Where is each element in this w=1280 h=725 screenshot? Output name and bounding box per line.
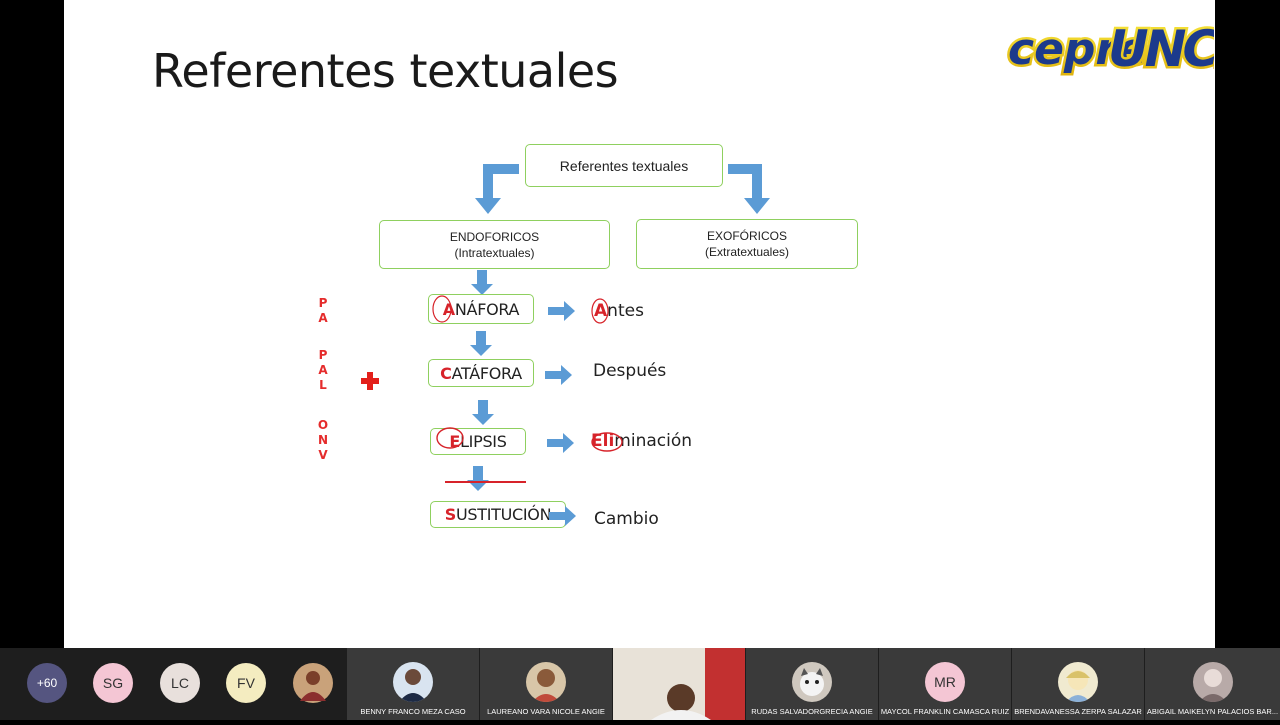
result-antes-highlight: A <box>594 301 608 321</box>
avatar-photo <box>1192 662 1233 702</box>
arrow-right-icon <box>547 433 574 453</box>
participant-name: BRENDAVANESSA ZERPA SALAZAR <box>1014 707 1142 716</box>
arrow-down-icon <box>472 400 494 425</box>
anime-photo-icon <box>1066 670 1090 702</box>
speaker-video-icon <box>613 648 745 720</box>
annotation-circle-eli <box>591 432 623 452</box>
arrow-right-icon <box>548 301 575 321</box>
anafora-first-letter: A <box>442 299 455 319</box>
person-photo-icon <box>1198 669 1227 702</box>
participant-name: RUDAS SALVADORGRECIA ANGIE <box>751 707 873 716</box>
endo-line1: ENDOFORICOS <box>449 229 540 244</box>
cat-photo-icon <box>800 668 824 696</box>
sustitucion-rest: USTITUCIÓN <box>455 505 552 524</box>
participant-tile[interactable]: BRENDAVANESSA ZERPA SALAZAR <box>1012 648 1144 720</box>
arrow-right-icon <box>545 365 572 385</box>
arrow-down-icon <box>467 466 489 491</box>
endoforicos-box: ENDOFORICOS (Intratextuales) <box>379 220 610 269</box>
avatar-sg[interactable]: SG <box>93 663 133 703</box>
root-box: Referentes textuales <box>525 144 723 187</box>
result-cambio-text: Cambio <box>594 509 659 529</box>
arrow-left-down-icon <box>475 164 519 214</box>
catafora-rest: ATÁFORA <box>451 363 523 383</box>
elipsis-rest: LIPSIS <box>460 432 507 451</box>
red-cross-cursor-icon <box>361 372 379 390</box>
avatar-photo <box>792 662 832 702</box>
result-eliminacion-rest: minación <box>614 431 693 451</box>
person-photo-icon <box>300 671 326 701</box>
participant-name: BENNY FRANCO MEZA CASO <box>360 707 466 716</box>
result-cambio: Cambio <box>594 509 659 529</box>
arrow-right-down-icon <box>728 164 770 214</box>
participant-tile[interactable]: LAUREANO VARA NICOLE ANGIE <box>480 648 612 720</box>
arrow-right-icon <box>549 506 576 526</box>
cepre-uncp-logo: cepre UNCP <box>1006 18 1215 81</box>
result-despues: Después <box>593 361 666 381</box>
annotation-circle-a <box>432 295 452 323</box>
logo-text-cepre: cepre <box>1008 24 1147 75</box>
person-photo-icon <box>532 669 560 702</box>
active-speaker-video[interactable] <box>613 648 745 720</box>
exo-line1: EXOFÓRICOS <box>706 229 787 243</box>
participant-tile[interactable]: RUDAS SALVADORGRECIA ANGIE <box>746 648 878 720</box>
avatar-photo <box>393 662 433 702</box>
arrow-down-icon <box>470 331 492 356</box>
participant-name: LAUREANO VARA NICOLE ANGIE <box>487 707 605 716</box>
more-count: +60 <box>36 676 58 690</box>
participant-tile[interactable]: MR MAYCOL FRANKLIN CAMASCA RUIZ <box>879 648 1011 720</box>
avatar-initials-circle: MR <box>925 662 965 702</box>
avatar-initials: LC <box>171 675 189 691</box>
more-participants-button[interactable]: +60 <box>27 663 67 703</box>
exo-line2: (Extratextuales) <box>704 245 790 259</box>
avatar-photo[interactable] <box>293 663 333 703</box>
anafora-rest: NÁFORA <box>454 299 520 319</box>
catafora-first-letter: C <box>440 363 452 383</box>
participant-name: ABIGAIL MAIKELYN PALACIOS BAR... <box>1146 707 1279 716</box>
avatar-fv[interactable]: FV <box>226 663 266 703</box>
avatar-initials: SG <box>102 675 124 691</box>
avatar-photo <box>1058 662 1098 702</box>
slide-title: Referentes textuales <box>152 44 619 98</box>
exoforicos-box: EXOFÓRICOS (Extratextuales) <box>636 219 858 269</box>
logo-text-uncp: UNCP <box>1108 20 1214 78</box>
result-antes-rest: ntes <box>607 301 644 321</box>
result-antes: Antes <box>594 301 644 321</box>
arrow-down-icon <box>471 270 493 295</box>
avatar-lc[interactable]: LC <box>160 663 200 703</box>
result-despues-text: Después <box>593 361 667 381</box>
presentation-slide: Referentes textuales cepre UNCP Referent… <box>64 0 1215 648</box>
root-box-label: Referentes textuales <box>559 157 689 174</box>
participant-name: MAYCOL FRANKLIN CAMASCA RUIZ <box>880 707 1010 716</box>
annotation-circle-elipsis <box>436 427 464 449</box>
annotation-circle-antes <box>591 298 609 324</box>
avatar-photo <box>526 662 566 702</box>
red-underline-mark <box>445 481 526 483</box>
endo-line2: (Intratextuales) <box>454 245 535 260</box>
participant-tile[interactable]: BENNY FRANCO MEZA CASO <box>347 648 479 720</box>
participant-tile[interactable]: ABIGAIL MAIKELYN PALACIOS BAR... <box>1145 648 1280 720</box>
avatar-initials: MR <box>934 674 956 690</box>
sustitucion-first-letter: S <box>444 505 457 524</box>
person-photo-icon <box>399 669 427 702</box>
avatar-initials: FV <box>237 675 255 691</box>
elipsis-first-letter: E <box>449 432 461 451</box>
result-eliminacion: Eliminación <box>591 431 692 451</box>
